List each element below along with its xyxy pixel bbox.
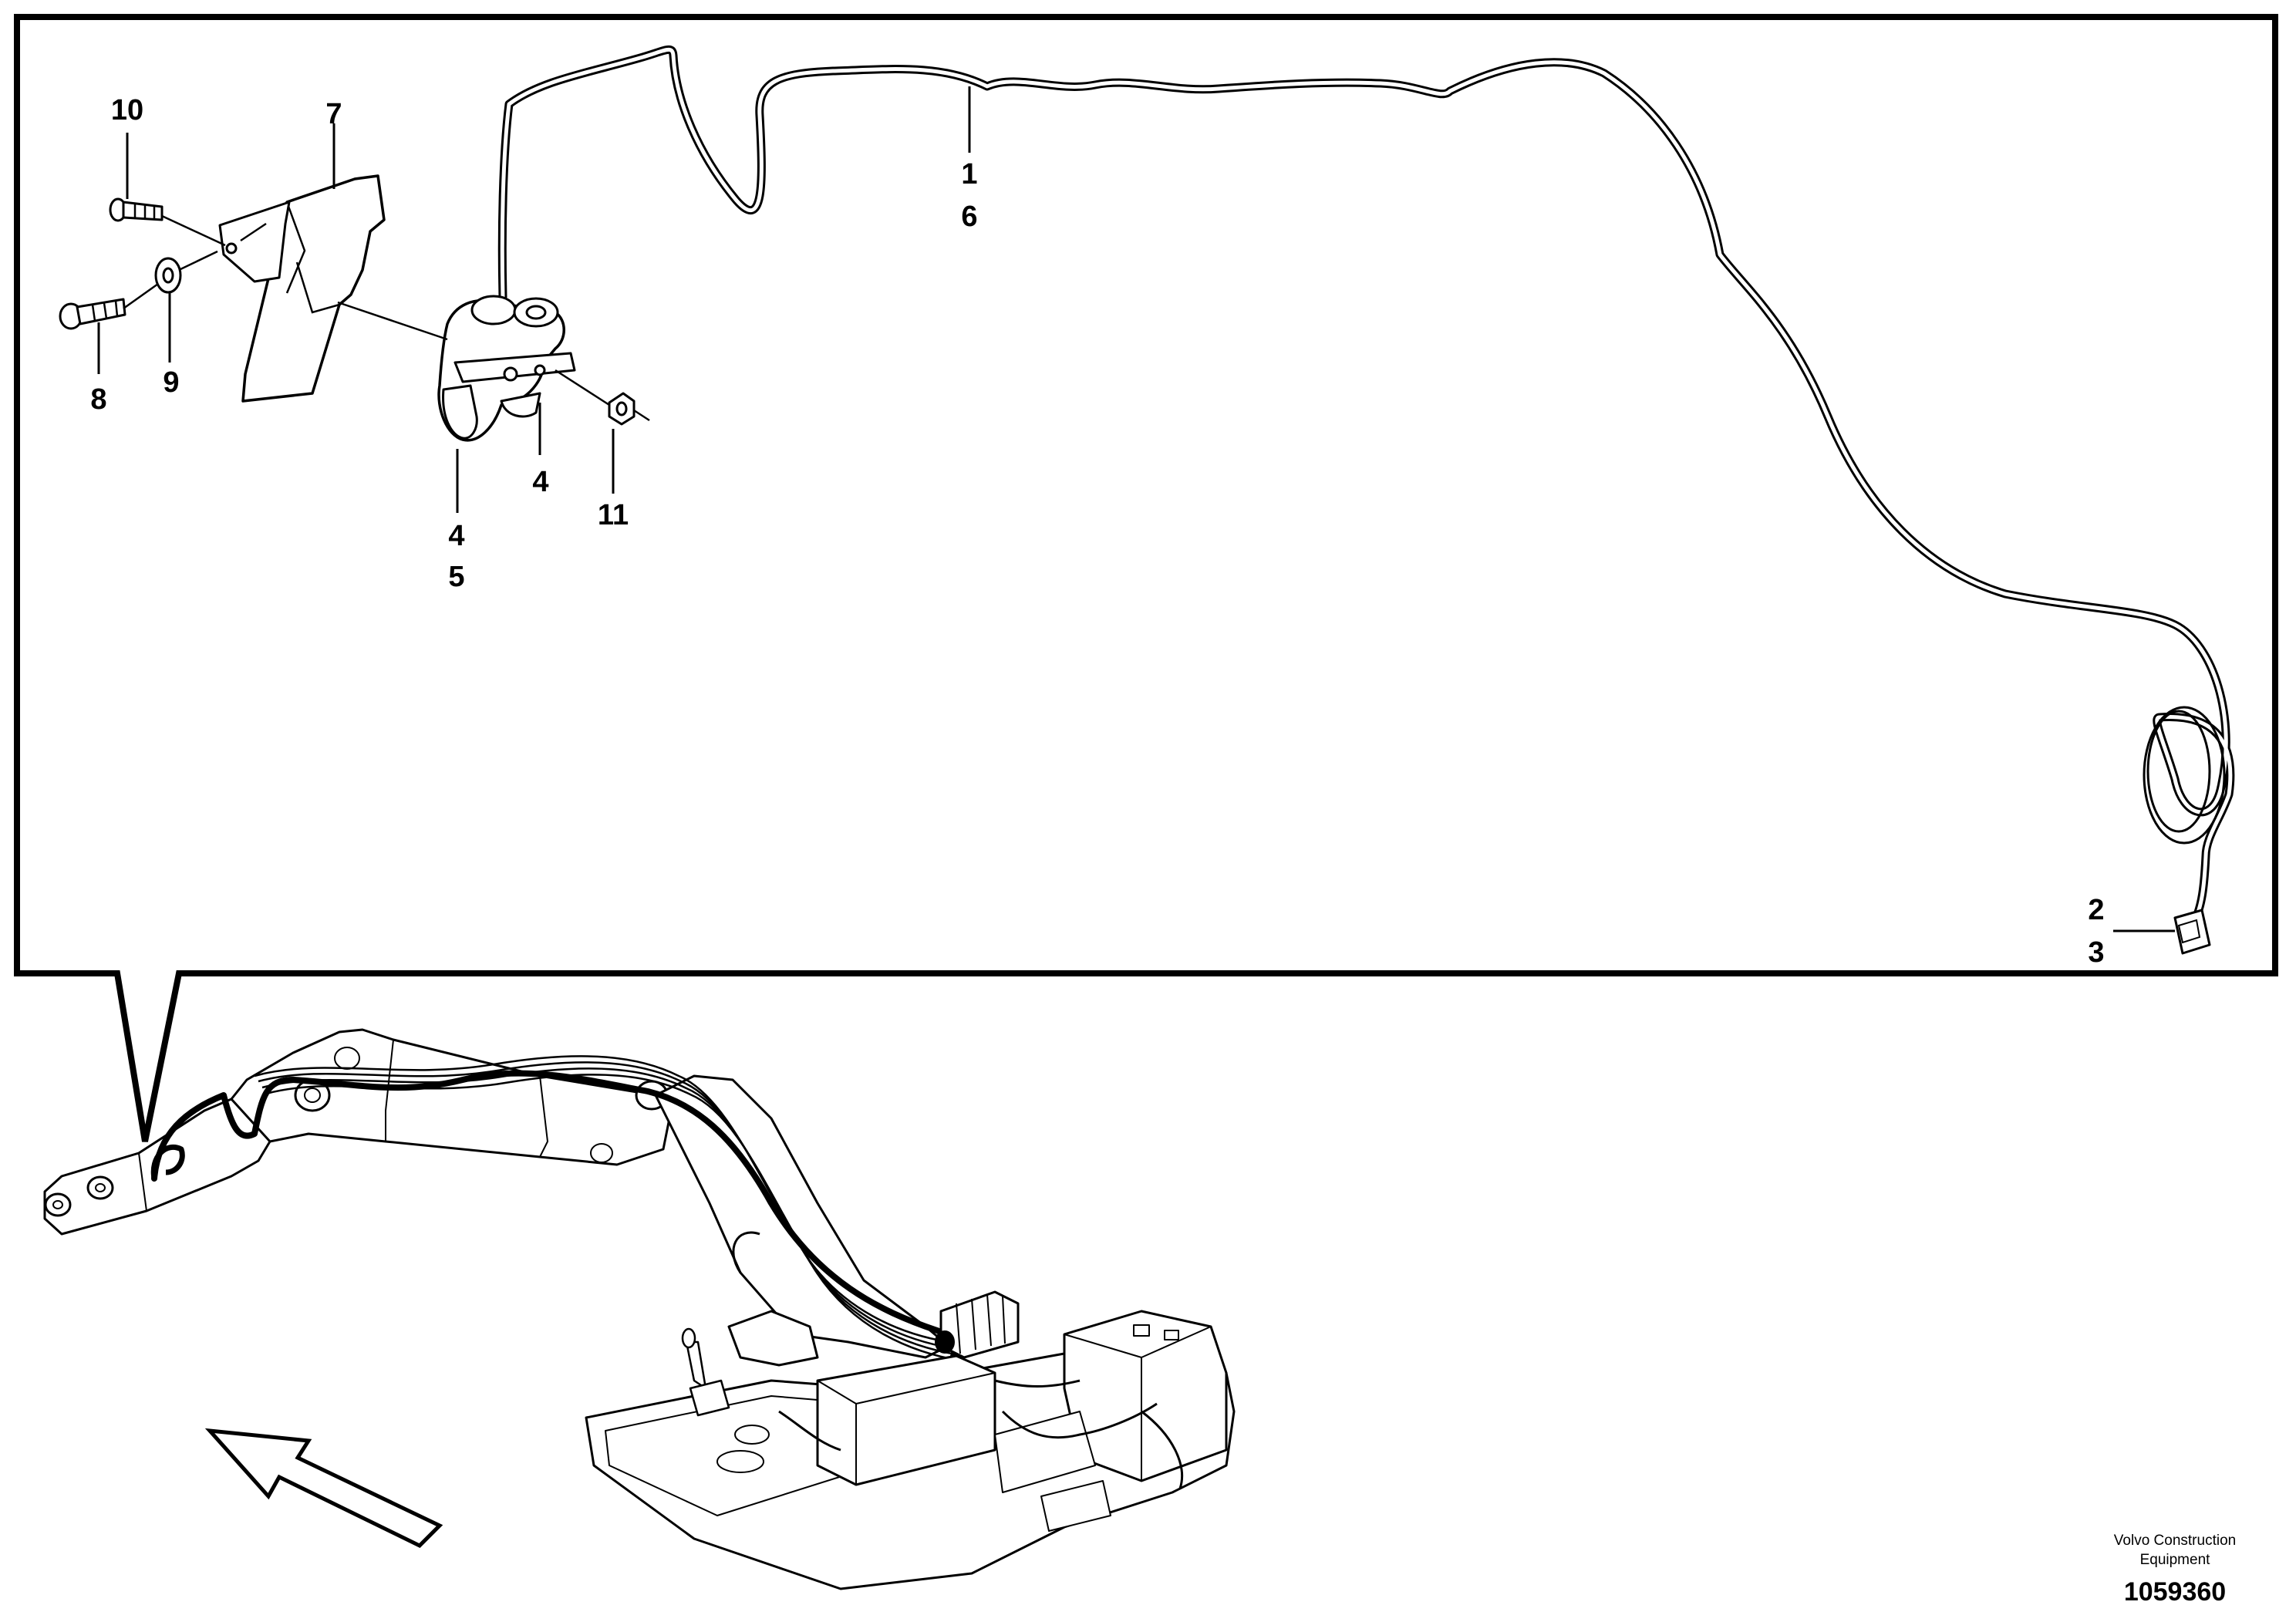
callout-3: 3	[2088, 936, 2104, 969]
base-frame	[585, 1310, 1236, 1590]
brand-line-2: Equipment	[2140, 1552, 2211, 1568]
mounting-bracket	[218, 174, 386, 403]
highlighted-harness	[150, 1070, 958, 1368]
main-boom	[654, 1074, 950, 1367]
leader-lines	[97, 86, 2175, 932]
drawing-number: 1059360	[2124, 1577, 2226, 1607]
callout-5: 5	[448, 561, 464, 593]
callout-9: 9	[163, 366, 179, 399]
callout-4-lower: 4	[448, 520, 464, 552]
frame-harness	[778, 1379, 1184, 1489]
callout-4-upper: 4	[532, 466, 548, 498]
screw-10	[109, 197, 164, 222]
callout-10: 10	[111, 94, 143, 126]
machine-overview	[43, 1028, 1236, 1590]
callout-labels: 1 6 10 7 8 9 4 5 4 11 2 3	[90, 94, 2104, 969]
control-lever	[681, 1327, 730, 1417]
callout-7: 7	[325, 98, 342, 130]
view-direction-arrow	[204, 1428, 443, 1549]
callout-2: 2	[2088, 894, 2104, 926]
socket-assembly	[437, 295, 576, 442]
assembly-lines	[123, 214, 650, 422]
brand-line-1: Volvo Construction	[2114, 1533, 2236, 1549]
bolt-8	[59, 298, 126, 330]
valve-block	[935, 1290, 1020, 1359]
boom	[230, 1028, 673, 1166]
cable-harness	[497, 45, 2235, 926]
callout-11: 11	[598, 499, 629, 531]
cable-connector	[2173, 909, 2211, 955]
callout-8: 8	[90, 383, 106, 416]
detail-frame	[14, 14, 2278, 1142]
washer-9	[154, 257, 182, 294]
footer: Volvo Construction Equipment 1059360	[2114, 1533, 2236, 1607]
nut-11	[608, 392, 636, 426]
callout-6: 6	[961, 201, 977, 233]
callout-1: 1	[961, 158, 977, 191]
